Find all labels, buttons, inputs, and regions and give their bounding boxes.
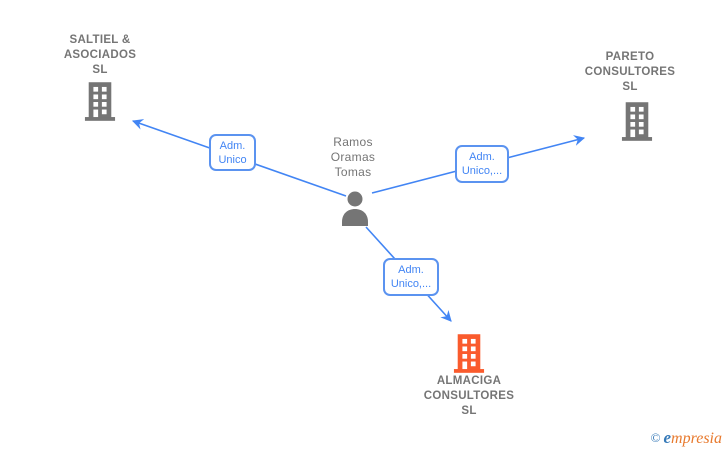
person-name: Ramos Oramas Tomas (330, 135, 376, 179)
building-icon (84, 82, 116, 127)
empresia-watermark: ©empresia (651, 428, 722, 448)
edge-label-adm-unico-almaciga: Adm. Unico,... (383, 258, 439, 296)
copyright-icon: © (650, 430, 661, 445)
building-icon (621, 102, 653, 147)
watermark-brand-rest: mpresia (671, 430, 722, 447)
watermark-brand-first-letter: e (663, 428, 672, 447)
company-name-saltiel: SALTIEL & ASOCIADOS SL (63, 34, 137, 76)
person-icon (338, 190, 372, 231)
building-icon-highlighted (453, 334, 485, 379)
company-name-almaciga: ALMACIGA CONSULTORES SL (423, 375, 515, 417)
edge-label-adm-unico-saltiel: Adm. Unico (209, 134, 256, 171)
edge-label-adm-unico-pareto: Adm. Unico,... (455, 145, 509, 183)
company-name-pareto: PARETO CONSULTORES SL (584, 51, 676, 93)
